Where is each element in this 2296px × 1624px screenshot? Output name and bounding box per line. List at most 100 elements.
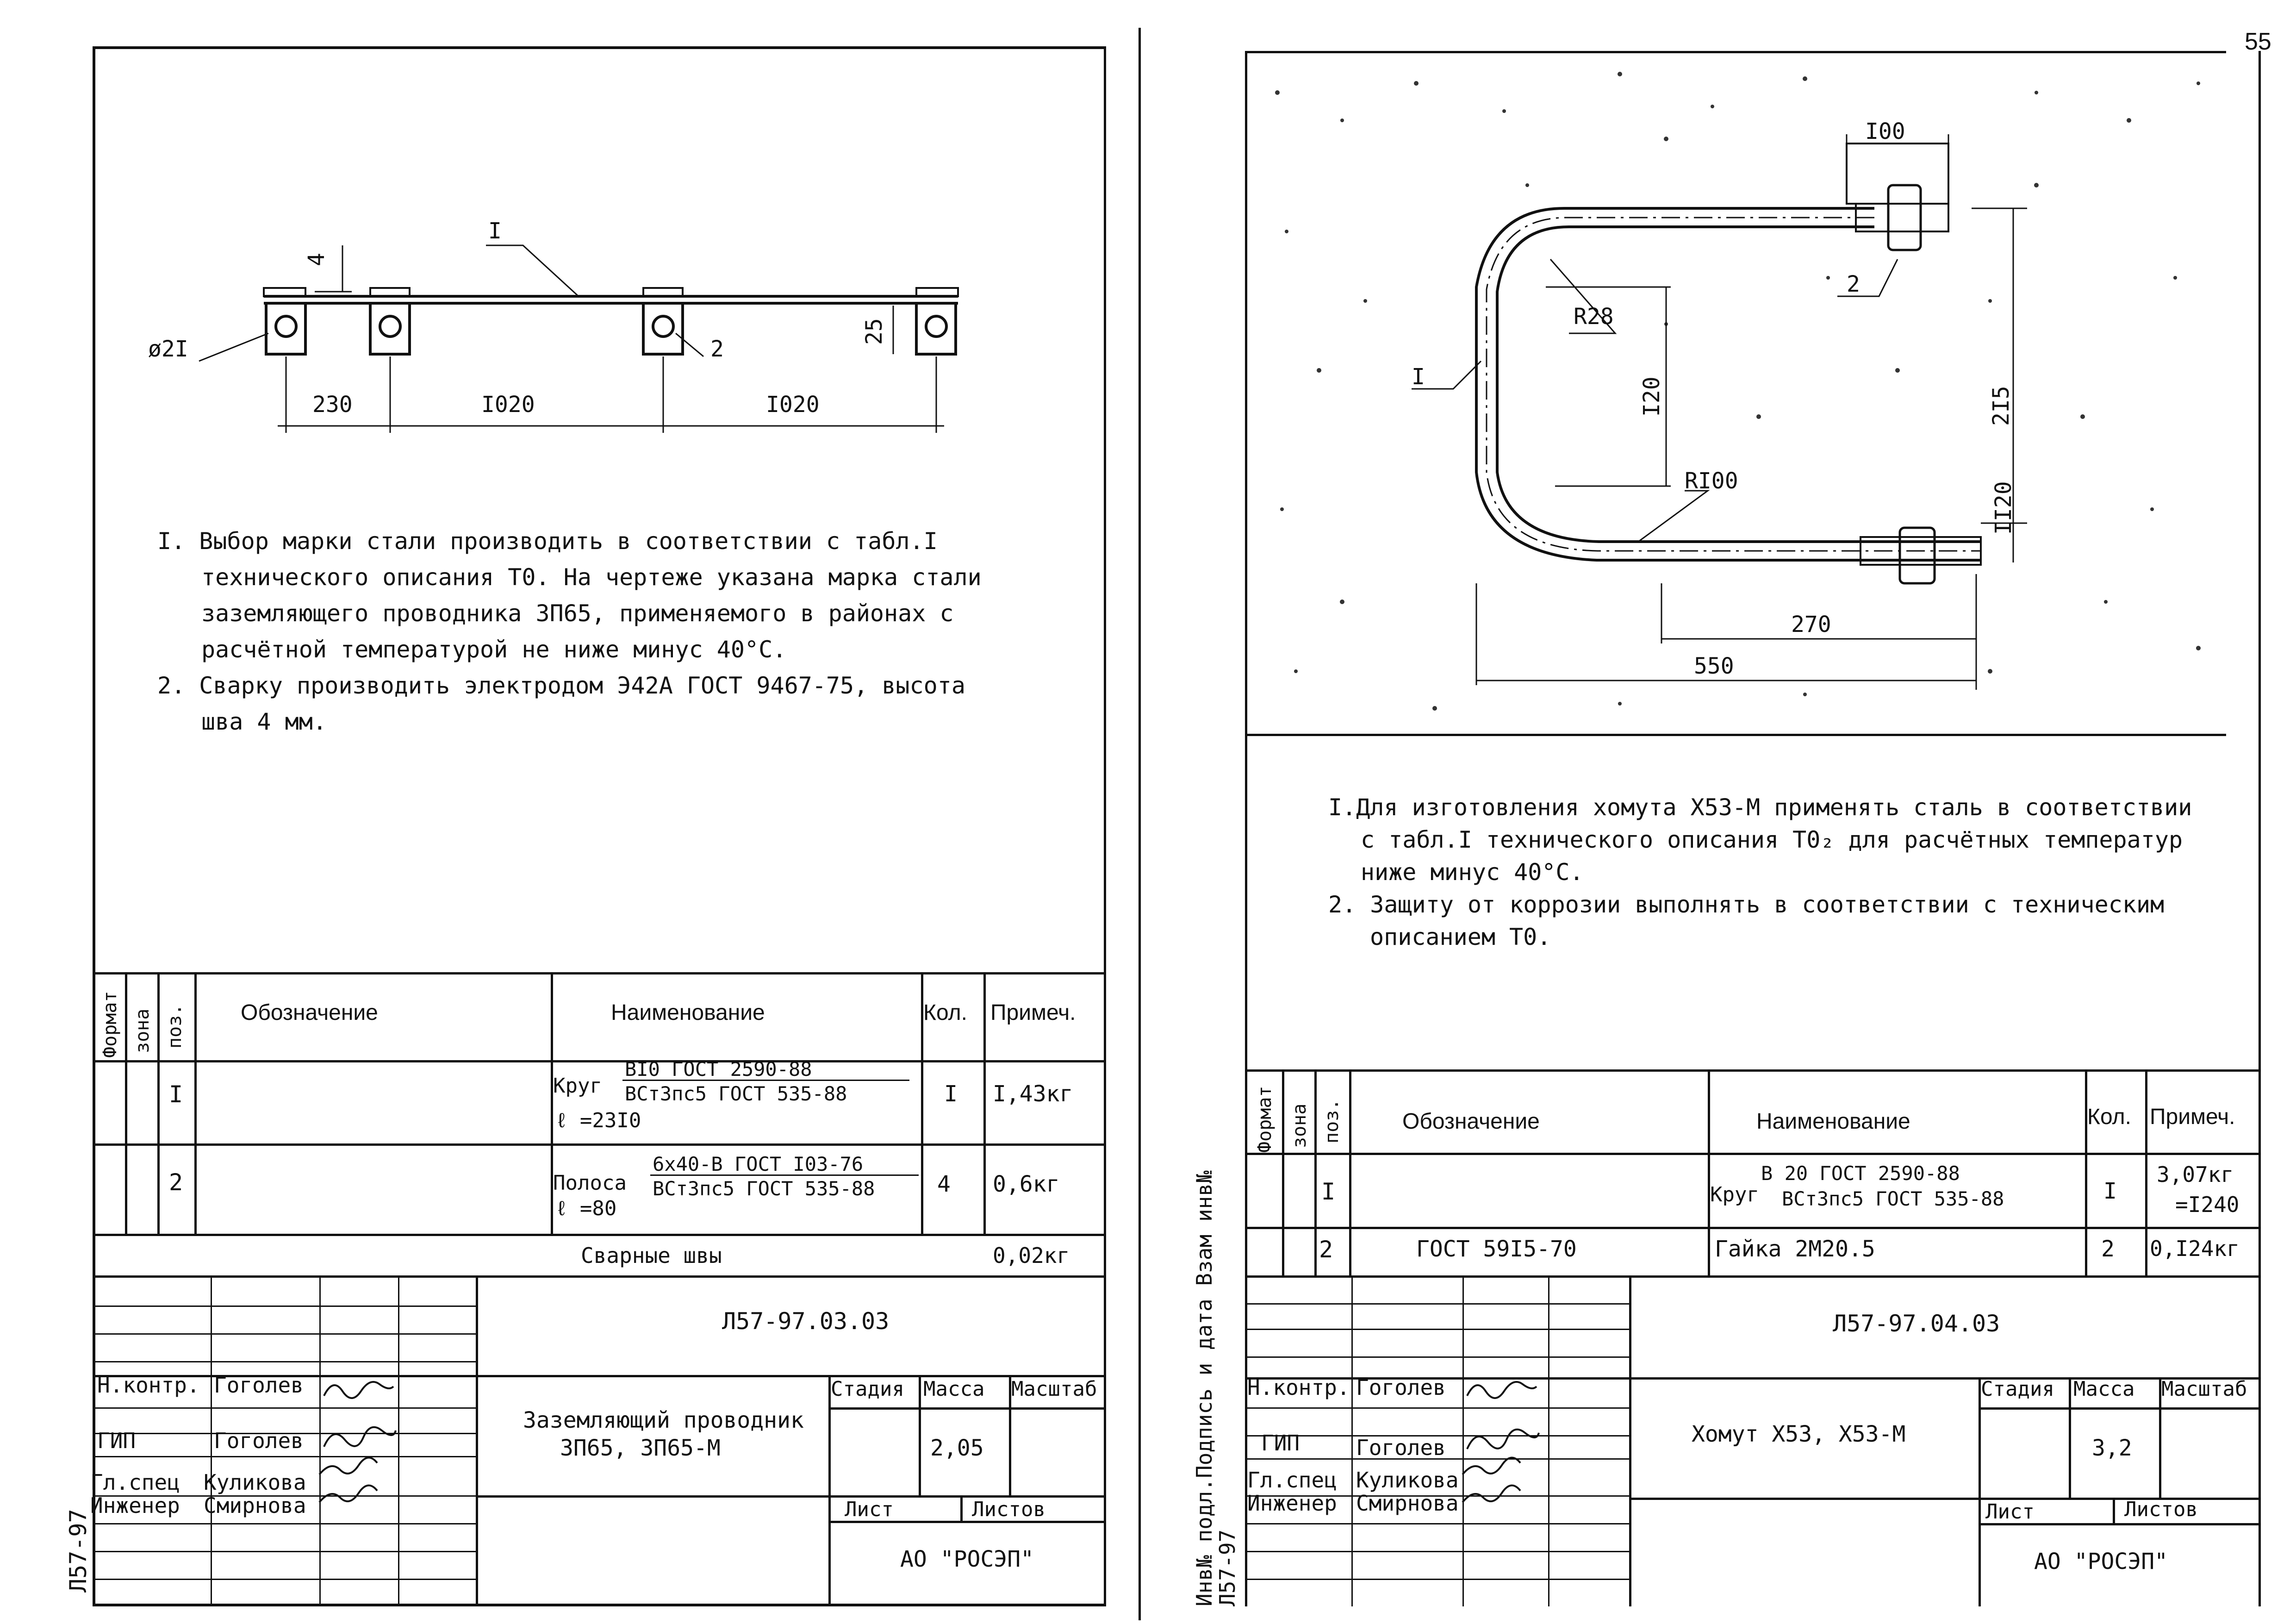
left-spec-welds-name: Сварные швы — [581, 1243, 722, 1268]
right-dim-120-label: I20 — [1639, 376, 1665, 417]
left-spec-row2-prefix: Полоса — [553, 1171, 627, 1195]
left-note-line-6: шва 4 мм. — [201, 708, 327, 735]
left-spec-row1-note: I,43кг — [993, 1081, 1073, 1107]
right-spec-header-name: Наименование — [1756, 1109, 1910, 1134]
right-spec-header-designation: Обозначение — [1402, 1109, 1540, 1134]
left-spec-row2-bottom: ВСт3пс5 ГОСТ 535-88 — [653, 1177, 875, 1200]
right-drawing-bottom — [1245, 734, 2226, 736]
left-height-label: 25 — [861, 318, 887, 345]
left-spec-row2-qty: 4 — [937, 1171, 951, 1197]
left-name-2: Гоголев — [214, 1428, 304, 1453]
left-pos1-label: I — [488, 218, 502, 244]
left-mass-value: 2,05 — [930, 1435, 984, 1461]
right-name-2: Гоголев — [1356, 1435, 1446, 1460]
right-spec-row2-qty: 2 — [2101, 1236, 2115, 1262]
right-mass-label: Масса — [2073, 1377, 2135, 1401]
right-role-2: ГИП — [1261, 1430, 1300, 1455]
left-spec-row2-extra: ℓ =80 — [555, 1197, 617, 1220]
right-spec-row2-name: Гайка 2М20.5 — [1715, 1236, 1875, 1262]
right-side-stamp: Инв№ подл.Подпись и дата Взам инв№ — [1192, 1170, 1217, 1606]
left-dim1-label: 230 — [312, 392, 353, 418]
right-side-stamp-code: Л57-97 — [1215, 1529, 1240, 1606]
left-note-line-5: 2. Сварку производить электродом Э42А ГО… — [157, 672, 965, 699]
left-title-line2: ЗП65, ЗП65-М — [560, 1435, 721, 1461]
left-sheet-label: Лист — [845, 1498, 894, 1521]
left-spec-row1-bottom: ВСт3пс5 ГОСТ 535-88 — [625, 1082, 847, 1105]
left-dim2-label: I020 — [481, 392, 535, 418]
right-spec-row2-designation: ГОСТ 59I5-70 — [1416, 1236, 1577, 1262]
right-spec-row1-qty: I — [2103, 1178, 2117, 1204]
right-sheet-left-border — [1245, 51, 1247, 1606]
right-pos1-label: I — [1412, 364, 1425, 390]
right-spec-row1-top: В 20 ГОСТ 2590-88 — [1761, 1162, 1960, 1185]
left-note-line-1: I. Выбор марки стали производить в соотв… — [157, 528, 938, 555]
right-doc-code: Л57-97.04.03 — [1833, 1310, 2000, 1337]
left-weld-label: 4 — [304, 253, 330, 266]
right-note-line-1: I.Для изготовления хомута Х53-М применят… — [1328, 794, 2192, 821]
right-spec-row1-note: 3,07кг — [2157, 1162, 2234, 1187]
right-spec-row1-prefix: Круг — [1710, 1183, 1759, 1206]
right-name-1: Гоголев — [1356, 1375, 1446, 1400]
left-spec-row1-prefix: Круг — [553, 1074, 602, 1098]
right-role-1: Н.контр. — [1247, 1375, 1350, 1400]
sheet-divider — [1139, 28, 1141, 1620]
right-name-3: Куликова — [1356, 1468, 1459, 1493]
right-spec-row1-bottom: ВСт3пс5 ГОСТ 535-88 — [1782, 1187, 2004, 1210]
left-pos2-label: 2 — [710, 336, 724, 362]
right-org: АО "РОСЭП" — [2034, 1549, 2168, 1574]
right-scale-label: Масштаб — [2161, 1377, 2247, 1401]
right-note-line-2: с табл.I технического описания Т0₂ для р… — [1361, 826, 2183, 853]
right-dim-215-label: 2I5 — [1988, 386, 2014, 426]
left-name-3: Куликова — [204, 1470, 306, 1495]
left-doc-code: Л57-97.03.03 — [722, 1308, 890, 1335]
left-scale-label: Масштаб — [1011, 1377, 1097, 1401]
right-mass-value: 3,2 — [2092, 1435, 2132, 1461]
left-dim3-label: I020 — [766, 392, 820, 418]
left-name-4: Смирнова — [204, 1493, 306, 1518]
right-note-line-3: ниже минус 40°С. — [1361, 859, 1584, 886]
left-note-line-4: расчётной температурой не ниже минус 40°… — [201, 636, 787, 663]
left-role-3: Гл.спец — [90, 1470, 180, 1495]
right-stage-label: Стадия — [1981, 1377, 2054, 1401]
right-sheet-right-border — [2259, 51, 2261, 1606]
left-spec-row1-extra: ℓ =23I0 — [555, 1109, 641, 1132]
left-spec-row2-note: 0,6кг — [993, 1171, 1060, 1197]
page-number: 55 — [2245, 28, 2271, 55]
right-r-big-label: RI00 — [1685, 468, 1738, 494]
left-mass-label: Масса — [923, 1377, 985, 1401]
right-spec-row2-note: 0,I24кг — [2150, 1236, 2240, 1261]
left-spec-welds-note: 0,02кг — [993, 1243, 1070, 1268]
right-role-3: Гл.спец — [1247, 1468, 1337, 1493]
left-spec-row2-top: 6х40-В ГОСТ I03-76 — [653, 1153, 864, 1175]
left-note-line-3: заземляющего проводника ЗП65, применяемо… — [201, 600, 954, 627]
left-sheet-frame — [93, 46, 1106, 1606]
left-spec-header-note: Примеч. — [990, 1000, 1076, 1025]
right-note-line-5: описанием Т0. — [1370, 924, 1551, 950]
right-name-4: Смирнова — [1356, 1491, 1459, 1516]
left-spec-header-qty: Кол. — [923, 1000, 967, 1025]
right-r-small-label: R28 — [1574, 304, 1614, 330]
left-sheets-label: Листов — [972, 1498, 1045, 1521]
left-role-1: Н.контр. — [97, 1373, 200, 1398]
left-diameter-label: ø2I — [148, 336, 188, 362]
left-org: АО "РОСЭП" — [900, 1546, 1034, 1572]
right-sheet-label: Лист — [1985, 1500, 2035, 1524]
right-pos2-label: 2 — [1847, 271, 1860, 297]
left-note-line-2: технического описания Т0. На чертеже ука… — [201, 564, 982, 591]
right-dim-270-label: 270 — [1791, 612, 1831, 637]
right-sheet-top-border — [1245, 51, 2226, 53]
left-title-line1: Заземляющий проводник — [523, 1407, 804, 1433]
right-spec-row1-note2: =I240 — [2175, 1192, 2240, 1217]
right-role-4: Инженер — [1247, 1491, 1337, 1516]
left-stage-label: Стадия — [831, 1377, 904, 1401]
left-role-4: Инженер — [90, 1493, 180, 1518]
right-sheets-label: Листов — [2124, 1498, 2198, 1521]
left-spec-row1-qty: I — [944, 1081, 958, 1107]
left-spec-row2-pos: 2 — [169, 1169, 183, 1196]
left-spec-row1-pos: I — [169, 1081, 183, 1108]
right-title: Хомут Х53, Х53-М — [1692, 1421, 1906, 1447]
